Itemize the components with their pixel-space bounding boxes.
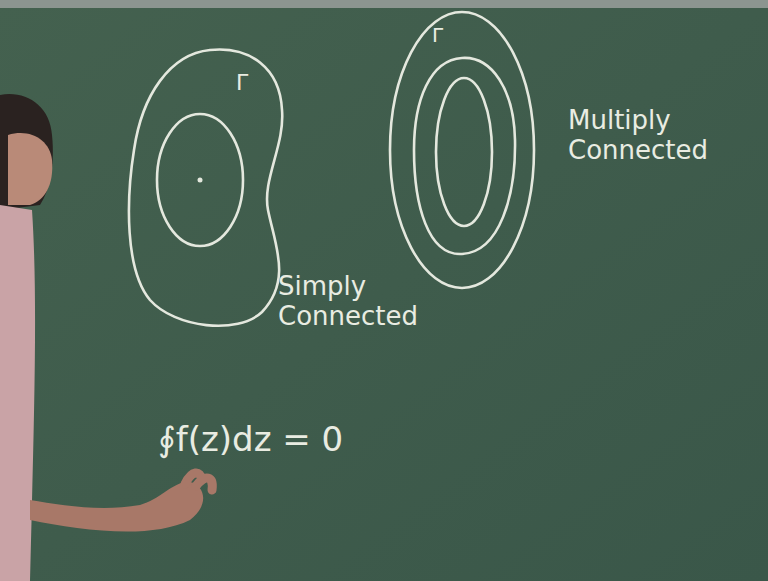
- contour-circle: [157, 114, 243, 246]
- simply-connected-region: [129, 50, 282, 326]
- region-caption: Simply Connected: [278, 272, 418, 332]
- lecturer-hair: [0, 94, 53, 210]
- lecturer-hand: [185, 473, 212, 490]
- board-frame: [0, 0, 768, 8]
- outer-boundary: [390, 12, 534, 288]
- lecturer-shirt: [0, 205, 35, 581]
- lecturer-face: [8, 133, 52, 205]
- region-caption: Multiply Connected: [568, 106, 708, 166]
- contour-label: Γ: [432, 24, 443, 47]
- lecturer: [0, 94, 212, 581]
- contour-loop: [414, 58, 515, 254]
- lecturer-arm: [30, 482, 203, 532]
- point: [198, 178, 203, 183]
- formula: ∮f(z)dz = 0: [158, 420, 343, 459]
- contour-label: Γ: [236, 70, 248, 95]
- inner-boundary: [436, 78, 492, 226]
